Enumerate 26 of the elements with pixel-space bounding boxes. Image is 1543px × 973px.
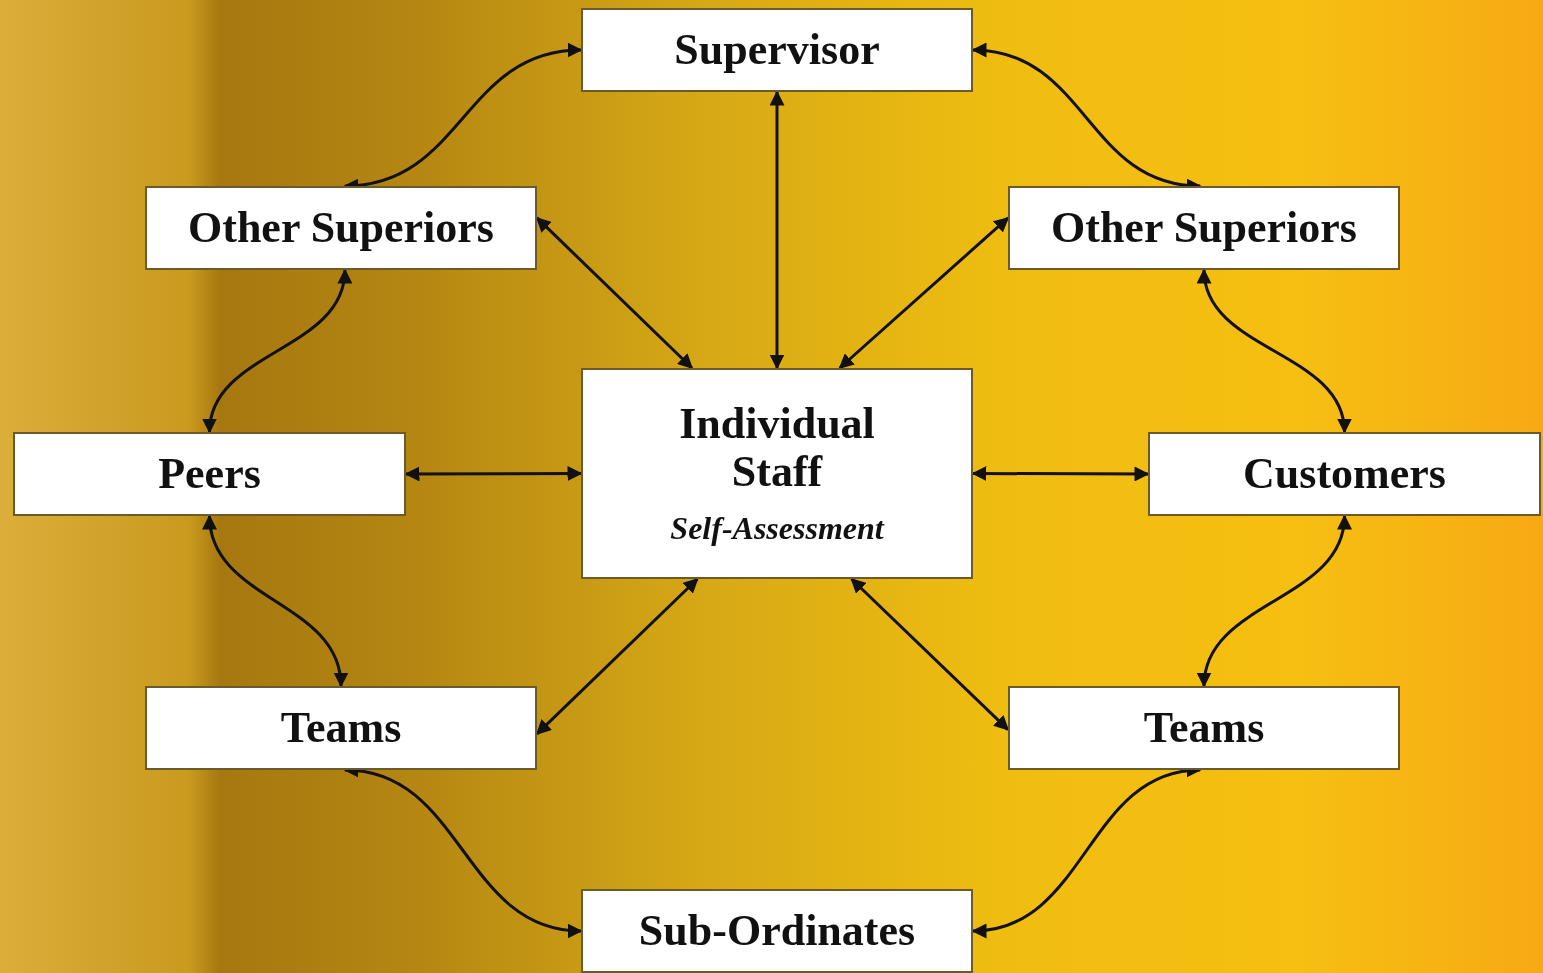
box-title: Customers: [1243, 449, 1446, 499]
double-arrow: [850, 577, 1010, 731]
box-title: Individual Staff: [678, 399, 876, 497]
role-box: [581, 8, 973, 92]
role-box: [13, 432, 406, 516]
box-title: Teams: [1143, 703, 1265, 753]
role-box: [145, 186, 537, 270]
box-title: Teams: [280, 703, 402, 753]
role-box: [581, 368, 973, 579]
double-arrow: [838, 216, 1010, 370]
role-box: [1008, 186, 1400, 270]
box-title: Sub-Ordinates: [638, 906, 916, 956]
double-arrow: [1198, 514, 1351, 688]
role-box: [581, 889, 973, 973]
box-title: Other Superiors: [188, 203, 494, 253]
double-arrow: [204, 268, 351, 434]
box-title: Supervisor: [674, 25, 880, 75]
double-arrow: [1198, 268, 1350, 434]
box-title: Other Superiors: [1051, 203, 1357, 253]
box-title: Peers: [158, 449, 261, 499]
role-box: [1148, 432, 1541, 516]
box-subtitle: Self-Assessment: [670, 510, 884, 548]
role-box: [145, 686, 537, 770]
double-arrow: [203, 514, 347, 688]
double-arrow: [769, 90, 785, 370]
role-box: [1008, 686, 1400, 770]
